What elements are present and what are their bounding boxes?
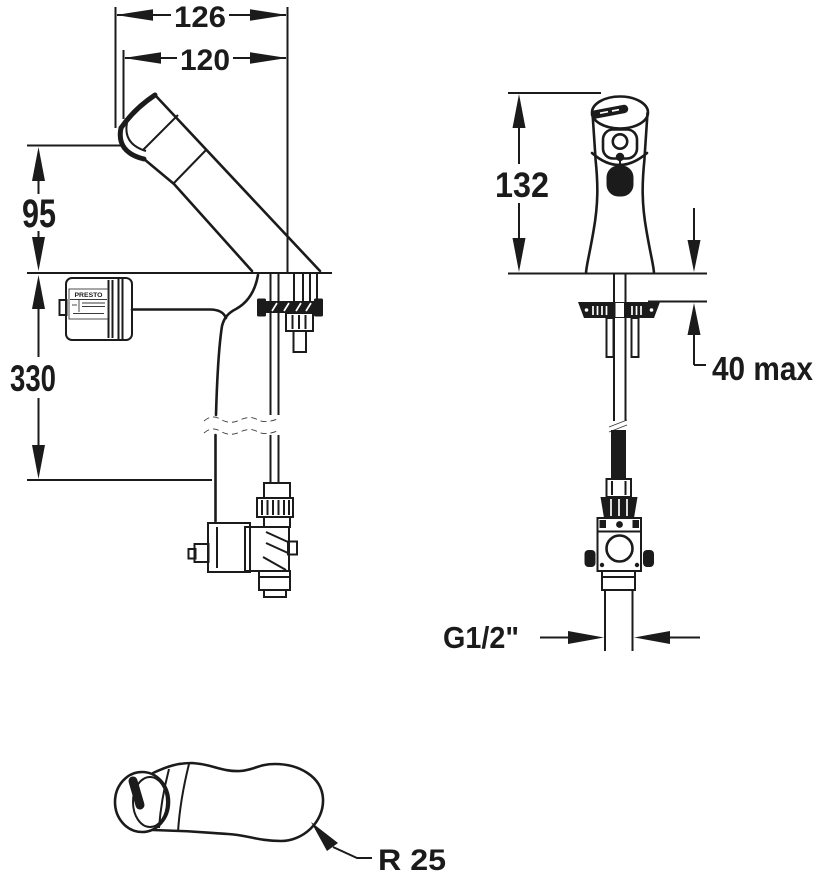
flange-dot — [584, 308, 589, 312]
arrow-right — [250, 9, 287, 21]
dim-label-r25: R 25 — [378, 844, 446, 877]
arrow-down — [32, 445, 45, 479]
flange-dot — [649, 308, 654, 312]
arrow-up — [687, 303, 701, 335]
clamp-flange — [260, 301, 320, 313]
break-line — [203, 416, 281, 423]
supply-pipe — [203, 274, 281, 483]
top-screw — [616, 521, 623, 528]
threaded-rod — [630, 317, 640, 358]
end-face-inner — [132, 776, 168, 828]
faucet-body-front — [584, 157, 656, 275]
sensor-window — [606, 165, 634, 197]
dim-spout-height: 95 — [22, 144, 122, 271]
break-tick — [608, 419, 628, 428]
body-dot — [599, 562, 605, 568]
angle-valve-side — [187, 482, 298, 598]
dim-aerator-reach: 120 — [122, 44, 287, 119]
dim-overall-reach: 126 — [114, 1, 289, 272]
spout-slot — [590, 104, 629, 119]
arrow-up — [32, 275, 45, 309]
spout-body — [117, 92, 322, 273]
arrow-left — [116, 9, 153, 21]
aerator-inner-line — [125, 122, 147, 152]
radius-callout: R 25 — [311, 822, 446, 877]
arrow-up — [512, 94, 526, 128]
aerator-cap — [117, 125, 147, 162]
spout-detail-view: R 25 — [113, 761, 446, 877]
thread-lines — [261, 500, 290, 515]
dim-label-126: 126 — [174, 1, 226, 34]
valve-bottom-stub — [263, 589, 287, 598]
dim-label-120: 120 — [180, 44, 230, 77]
mounting-front — [578, 274, 660, 433]
side-view: 126 120 95 330 — [10, 1, 332, 598]
body-corner-block — [632, 520, 639, 528]
threaded-rod — [292, 330, 307, 353]
mounting-shank — [257, 274, 323, 353]
head-side — [591, 111, 597, 160]
spout-upper-edge — [153, 93, 322, 273]
aerator-dot — [615, 152, 625, 162]
band-line — [142, 114, 179, 151]
dim-label-95: 95 — [22, 192, 56, 236]
box-wire — [130, 308, 228, 320]
valve-outlet-stub — [287, 540, 298, 556]
threaded-rod — [605, 317, 615, 358]
dim-deck-thickness: 40 max — [648, 208, 814, 387]
box-brand-text: PRESTO — [75, 292, 103, 299]
valve-port — [605, 534, 634, 563]
control-box: PRESTO — [58, 277, 133, 341]
flange-pipe-gap — [615, 303, 624, 317]
arrow-right — [568, 631, 604, 644]
end-face — [113, 770, 171, 834]
arrow-left — [124, 52, 161, 64]
spout-end-face — [118, 92, 158, 131]
body-right-edge — [641, 157, 656, 275]
side-lug — [643, 550, 654, 567]
front-view: 132 — [443, 92, 814, 655]
body-corner-block — [599, 520, 606, 528]
faucet-head — [590, 95, 650, 197]
sensor-cable — [130, 273, 260, 523]
box-tab — [58, 299, 68, 316]
body-outline — [151, 761, 325, 843]
band-line — [172, 148, 208, 185]
arrow-left — [634, 631, 670, 644]
collar-line — [158, 768, 170, 829]
arrow-down — [687, 240, 701, 272]
head-side — [643, 111, 649, 160]
dim-body-height: 132 — [495, 92, 601, 272]
dim-label-330: 330 — [10, 358, 56, 399]
box-label — [68, 288, 109, 320]
aerator-eye — [611, 133, 629, 151]
dim-label-40max: 40 max — [712, 350, 814, 387]
solenoid-plug — [187, 548, 197, 560]
dim-thread: G1/2" — [443, 620, 700, 655]
arrow-down — [512, 238, 526, 272]
side-lug — [584, 550, 596, 567]
dim-supply-length: 330 — [10, 275, 212, 481]
valve-collar — [601, 570, 636, 591]
arrow-up — [32, 147, 45, 181]
angle-valve-front — [584, 430, 654, 651]
flex-hose — [611, 430, 626, 479]
outlet-slot — [128, 776, 145, 810]
body-left-edge — [584, 157, 599, 275]
arrow-right — [250, 52, 287, 64]
leader-arrow — [311, 822, 338, 851]
collar-line — [177, 763, 190, 833]
dim-label-132: 132 — [495, 166, 549, 205]
leader-line — [332, 846, 372, 859]
break-line — [203, 428, 281, 435]
body-dot — [634, 562, 640, 568]
arrow-down — [32, 237, 45, 271]
dim-label-g12: G1/2" — [443, 620, 519, 655]
